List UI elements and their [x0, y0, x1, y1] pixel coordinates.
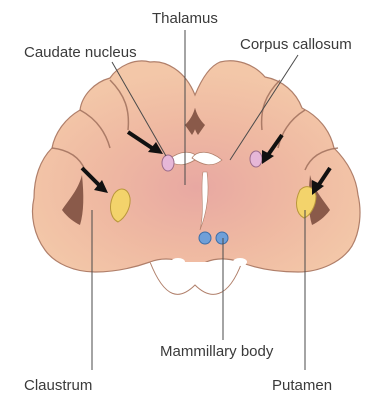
- label-caudate-nucleus: Caudate nucleus: [24, 44, 137, 61]
- right-basal-cistern: [233, 258, 247, 266]
- label-putamen: Putamen: [272, 377, 332, 394]
- brainstem-base: [150, 262, 242, 294]
- right-mammillary-body: [216, 232, 228, 244]
- left-basal-cistern: [171, 258, 185, 266]
- label-mammillary-body: Mammillary body: [160, 343, 274, 360]
- left-caudate-nucleus: [162, 155, 174, 171]
- left-mammillary-body: [199, 232, 211, 244]
- label-claustrum: Claustrum: [24, 377, 92, 394]
- right-caudate-nucleus: [250, 151, 262, 167]
- label-corpus-callosum: Corpus callosum: [240, 36, 352, 53]
- brain-outline: [32, 61, 360, 272]
- label-thalamus: Thalamus: [152, 10, 218, 27]
